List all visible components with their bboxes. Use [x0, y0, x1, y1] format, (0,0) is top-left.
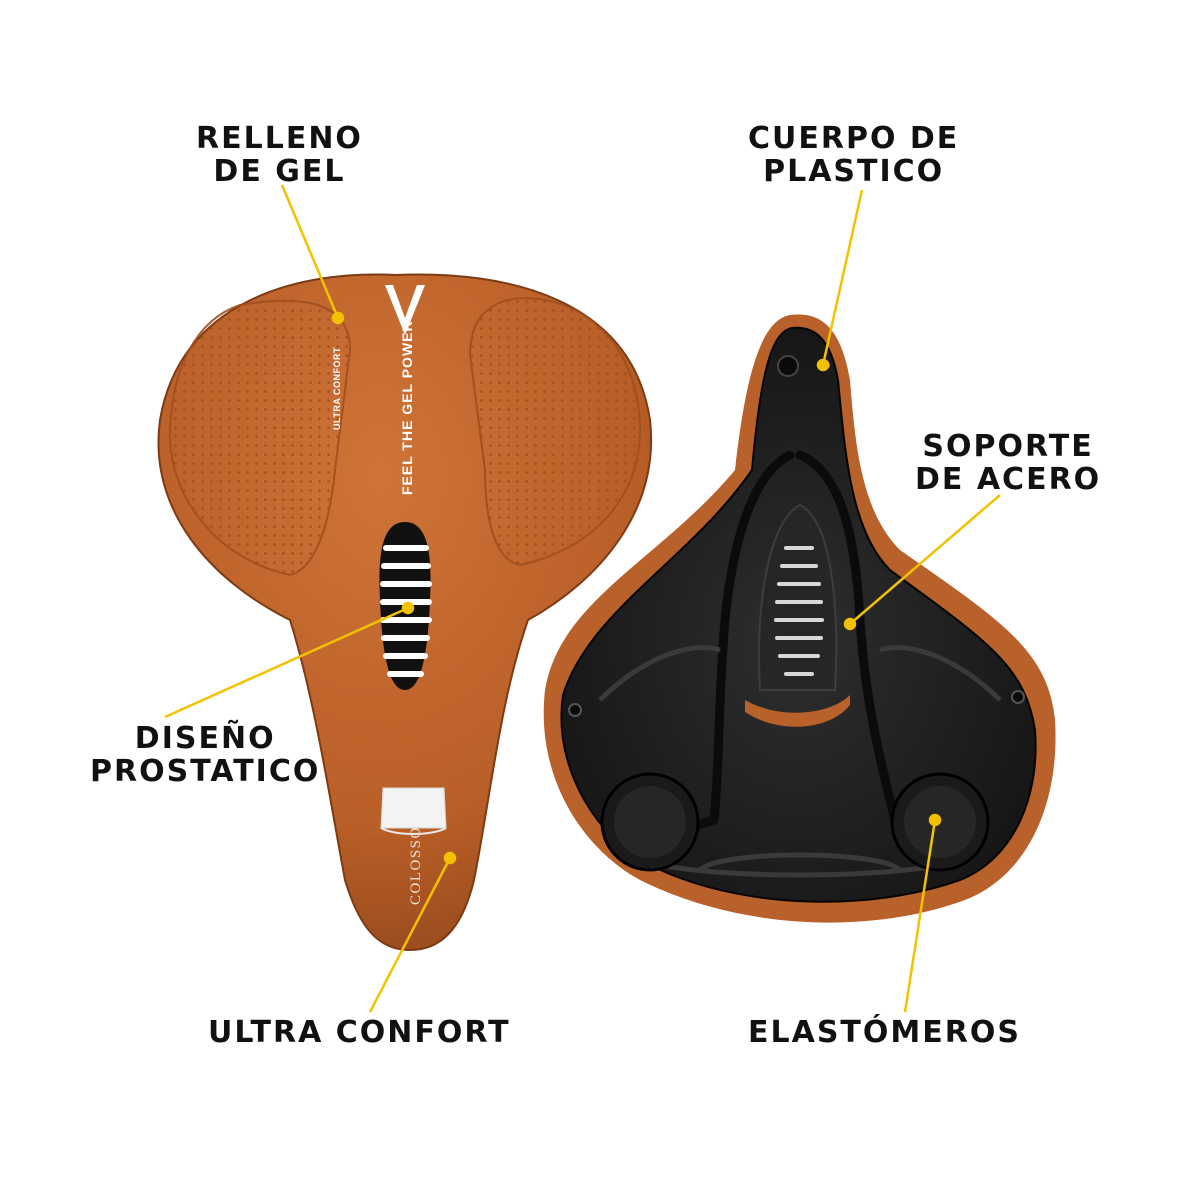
callout-elastomers-line1: ELASTÓMEROS	[748, 1015, 1021, 1050]
nose-white-patch	[380, 787, 447, 829]
callout-steel-support-line2: DE ACERO	[915, 462, 1102, 497]
callout-prostatic-design-line1: DISEÑO	[134, 721, 276, 756]
callout-gel-fill: RELLENO DE GEL	[196, 122, 363, 188]
callout-ultra-comfort: ULTRA CONFORT	[208, 1016, 511, 1049]
callout-prostatic-design-line2: PROSTATICO	[90, 754, 321, 789]
center-channel	[758, 503, 838, 691]
leader-elastomers	[903, 819, 937, 1013]
leader-lines	[164, 184, 1001, 1013]
channel-slots	[774, 546, 824, 676]
leader-steel-support	[849, 494, 1001, 625]
leader-plastic-body	[821, 189, 864, 366]
saddle-underside-view	[543, 314, 1056, 923]
callout-plastic-body-line2: PLASTICO	[763, 154, 945, 189]
leader-gel-fill	[280, 184, 340, 319]
callout-ultra-comfort-line1: ULTRA CONFORT	[208, 1015, 511, 1050]
leader-prostatic-design	[164, 606, 409, 719]
left-elastomer	[600, 772, 700, 872]
nose-bolt	[777, 355, 799, 377]
callout-plastic-body: CUERPO DE PLASTICO	[748, 122, 959, 188]
callout-plastic-body-line1: CUERPO DE	[748, 121, 960, 156]
callout-gel-fill-line2: DE GEL	[213, 154, 346, 189]
callout-steel-support-line1: SOPORTE	[922, 429, 1094, 464]
feel-the-gel-power-text: FEEL THE GEL POWER	[399, 320, 415, 495]
brand-chevron-logo	[385, 285, 425, 335]
callout-elastomers: ELASTÓMEROS	[748, 1016, 1021, 1049]
cutout-ribs	[380, 545, 432, 677]
right-padded-panel	[468, 297, 642, 567]
leader-ultra-comfort	[368, 857, 452, 1013]
callout-steel-support: SOPORTE DE ACERO	[915, 430, 1101, 496]
colosso-nose-text: COLOSSO	[408, 826, 424, 905]
ultra-confort-side-text: ULTRA CONFORT	[332, 347, 342, 430]
callout-prostatic-design: DISEÑO PROSTATICO	[90, 722, 320, 788]
callout-gel-fill-line1: RELLENO	[196, 121, 363, 156]
